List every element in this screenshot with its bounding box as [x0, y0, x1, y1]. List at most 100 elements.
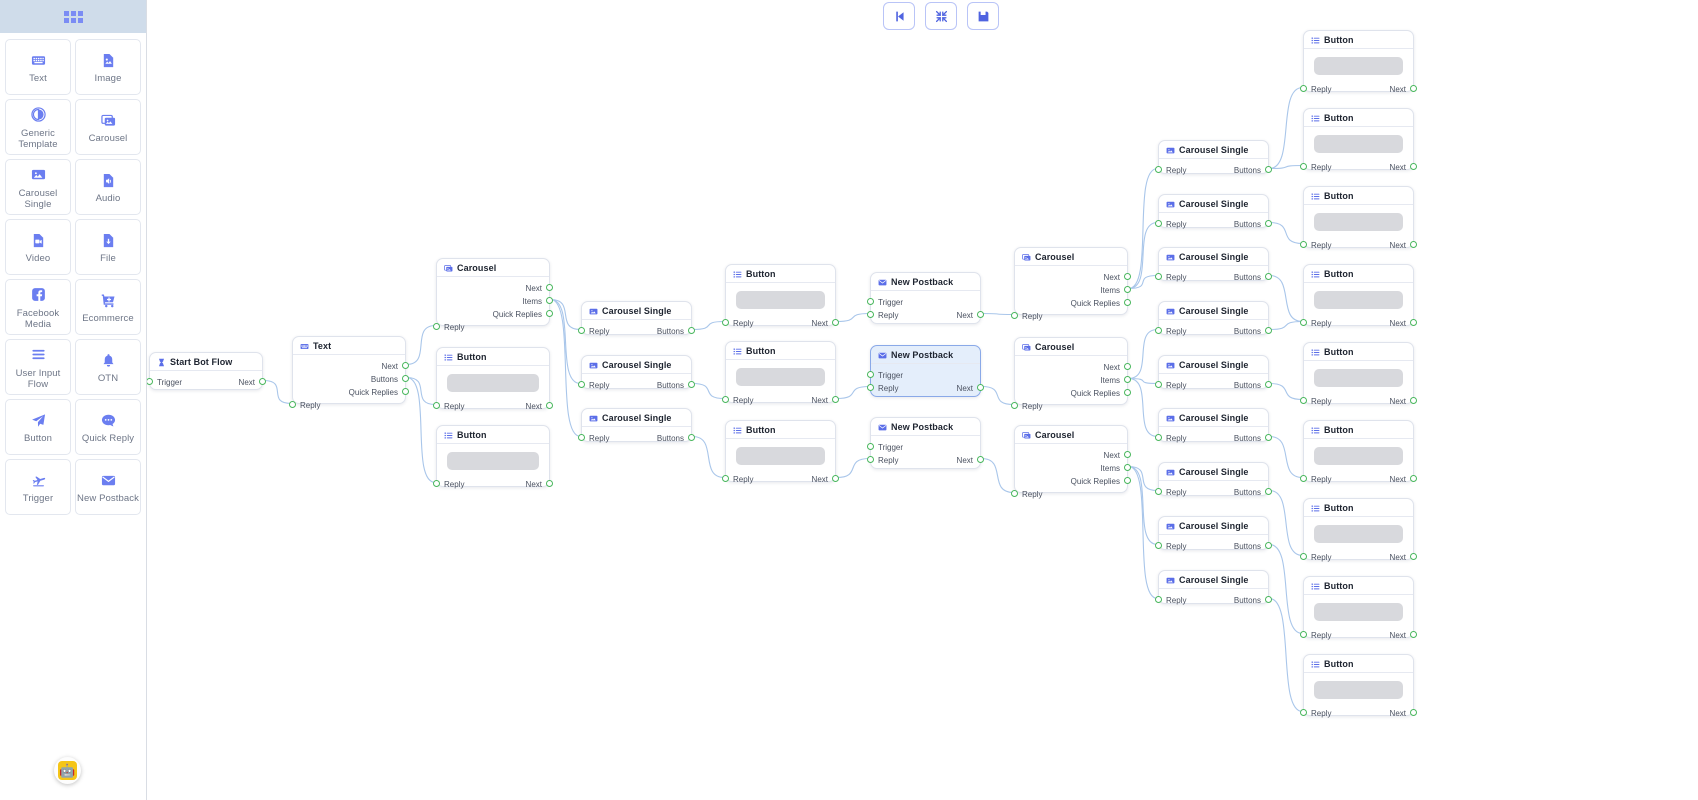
- port-reply-in[interactable]: [578, 434, 585, 441]
- port-label-next[interactable]: Next: [525, 480, 542, 489]
- edge[interactable]: [981, 457, 1014, 494]
- port-label-next[interactable]: Next: [1389, 163, 1406, 172]
- port-label-reply[interactable]: Reply: [878, 456, 899, 465]
- port-label-reply[interactable]: Reply: [878, 311, 899, 320]
- port-label-reply[interactable]: Reply: [1166, 273, 1187, 282]
- port-label-buttons[interactable]: Buttons: [1233, 596, 1261, 605]
- port-label-reply[interactable]: Reply: [1311, 397, 1332, 406]
- palette-item-video[interactable]: Video: [5, 219, 71, 275]
- port-buttons-out[interactable]: [1265, 220, 1272, 227]
- palette-item-facebook-media[interactable]: Facebook Media: [5, 279, 71, 335]
- port-label-trigger[interactable]: Trigger: [878, 298, 904, 307]
- palette-item-generic-template[interactable]: Generic Template: [5, 99, 71, 155]
- port-label-reply[interactable]: Reply: [1166, 381, 1187, 390]
- edge[interactable]: [1269, 597, 1303, 713]
- edge[interactable]: [1269, 435, 1303, 479]
- port-label-next[interactable]: Next: [1389, 475, 1406, 484]
- port-label-reply[interactable]: Reply: [1166, 542, 1187, 551]
- port-next-out[interactable]: [1410, 163, 1417, 170]
- edge[interactable]: [1269, 221, 1303, 245]
- port-trigger-in[interactable]: [146, 378, 153, 385]
- port-label-next[interactable]: Next: [1389, 397, 1406, 406]
- port-label-items[interactable]: Items: [522, 297, 542, 306]
- port-reply-in[interactable]: [1155, 596, 1162, 603]
- port-quick-replies-out[interactable]: [1124, 389, 1131, 396]
- port-label-next[interactable]: Next: [956, 311, 973, 320]
- port-label-items[interactable]: Items: [1100, 376, 1120, 385]
- port-quick-replies-out[interactable]: [402, 388, 409, 395]
- port-label-next[interactable]: Next: [1103, 273, 1120, 282]
- port-next-out[interactable]: [259, 378, 266, 385]
- port-next-out[interactable]: [546, 402, 553, 409]
- edge[interactable]: [1128, 221, 1158, 290]
- port-reply-in[interactable]: [722, 319, 729, 326]
- port-label-trigger[interactable]: Trigger: [878, 443, 904, 452]
- port-label-reply[interactable]: Reply: [878, 384, 899, 393]
- edge[interactable]: [836, 385, 870, 400]
- port-label-reply[interactable]: Reply: [1166, 596, 1187, 605]
- port-items-out[interactable]: [1124, 376, 1131, 383]
- port-trigger-in[interactable]: [867, 298, 874, 305]
- port-label-next[interactable]: Next: [811, 319, 828, 328]
- port-quick-replies-out[interactable]: [1124, 477, 1131, 484]
- port-label-reply[interactable]: Reply: [1311, 631, 1332, 640]
- port-buttons-out[interactable]: [1265, 542, 1272, 549]
- port-next-out[interactable]: [546, 480, 553, 487]
- edge[interactable]: [1269, 489, 1303, 557]
- bot-avatar[interactable]: 🤖: [54, 757, 81, 784]
- port-items-out[interactable]: [1124, 464, 1131, 471]
- port-reply-in[interactable]: [1011, 402, 1018, 409]
- palette-item-trigger[interactable]: Trigger: [5, 459, 71, 515]
- edge[interactable]: [1269, 274, 1303, 323]
- port-reply-in[interactable]: [1300, 319, 1307, 326]
- port-next-out[interactable]: [832, 319, 839, 326]
- port-reply-in[interactable]: [722, 396, 729, 403]
- port-label-buttons[interactable]: Buttons: [1233, 488, 1261, 497]
- port-next-out[interactable]: [832, 396, 839, 403]
- palette-item-ecommerce[interactable]: Ecommerce: [75, 279, 141, 335]
- port-next-out[interactable]: [1410, 631, 1417, 638]
- port-next-out[interactable]: [1410, 475, 1417, 482]
- port-label-buttons[interactable]: Buttons: [656, 434, 684, 443]
- port-label-buttons[interactable]: Buttons: [1233, 273, 1261, 282]
- port-label-buttons[interactable]: Buttons: [1233, 220, 1261, 229]
- port-next-out[interactable]: [402, 362, 409, 369]
- port-next-out[interactable]: [832, 475, 839, 482]
- port-label-reply[interactable]: Reply: [733, 319, 754, 328]
- port-next-out[interactable]: [1410, 709, 1417, 716]
- port-label-next[interactable]: Next: [811, 396, 828, 405]
- edge[interactable]: [406, 324, 436, 366]
- edge[interactable]: [1128, 167, 1158, 290]
- port-next-out[interactable]: [1410, 319, 1417, 326]
- edge[interactable]: [692, 320, 725, 331]
- port-buttons-out[interactable]: [688, 381, 695, 388]
- port-reply-in[interactable]: [1300, 163, 1307, 170]
- port-reply-in[interactable]: [1155, 327, 1162, 334]
- fit-to-screen-button[interactable]: [925, 2, 957, 30]
- palette-item-text[interactable]: Text: [5, 39, 71, 95]
- port-buttons-out[interactable]: [688, 327, 695, 334]
- palette-item-user-input-flow[interactable]: User Input Flow: [5, 339, 71, 395]
- port-label-buttons[interactable]: Buttons: [370, 375, 398, 384]
- port-label-reply[interactable]: Reply: [1166, 220, 1187, 229]
- port-items-out[interactable]: [546, 297, 553, 304]
